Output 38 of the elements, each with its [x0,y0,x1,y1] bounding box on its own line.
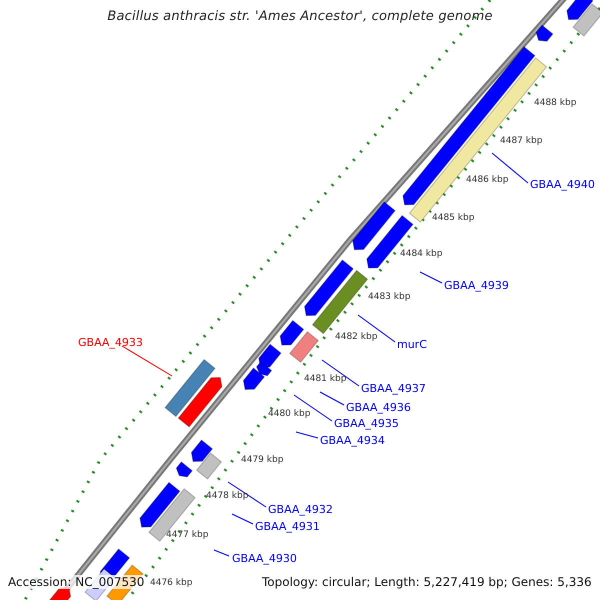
position-label: 4481 kbp [304,374,346,385]
gene-label: GBAA_4939 [444,279,509,292]
position-label: 4484 kbp [400,249,442,260]
position-label: 4487 kbp [500,136,542,147]
gene-label: GBAA_4935 [334,417,399,430]
leader-line [492,152,528,184]
gene-label: GBAA_4934 [320,434,385,447]
leader-line [320,392,344,406]
position-label: 4477 kbp [166,530,208,541]
position-label: 4488 kbp [534,98,576,109]
leader-line [228,482,266,508]
position-label: 4483 kbp [368,292,410,303]
leader-line [294,394,332,422]
leader-line [122,346,172,376]
gene-label: GBAA_4932 [268,503,333,516]
position-label: 4476 kbp [150,578,192,589]
leader-line [322,360,360,386]
genome-info-text: Accession: NC_007530 [8,575,144,589]
gene-label: GBAA_4936 [346,401,411,414]
gene-label: murC [397,338,427,351]
position-label: 4482 kbp [335,332,378,343]
position-label: 4485 kbp [432,213,474,224]
gene-label: GBAA_4933 [78,336,143,349]
leader-line [296,432,318,438]
leader-line [214,550,230,556]
position-label: 4479 kbp [241,455,284,466]
leader-line [420,272,442,284]
position-label: 4480 kbp [268,409,310,420]
diagram-title: Bacillus anthracis str. 'Ames Ancestor', complete genome [106,9,494,24]
genome-info-text: Topology: circular; Length: 5,227,419 bp; Genes: 5,336 [262,575,592,589]
gene-label: GBAA_4931 [255,520,320,533]
gene-label: GBAA_4930 [232,552,297,565]
position-label: 4486 kbp [466,175,508,186]
gene-label: GBAA_4937 [361,382,426,395]
leader-line [358,314,396,342]
position-label: 4478 kbp [206,491,248,502]
gene-label: GBAA_4940 [530,178,595,191]
leader-line [232,514,254,524]
